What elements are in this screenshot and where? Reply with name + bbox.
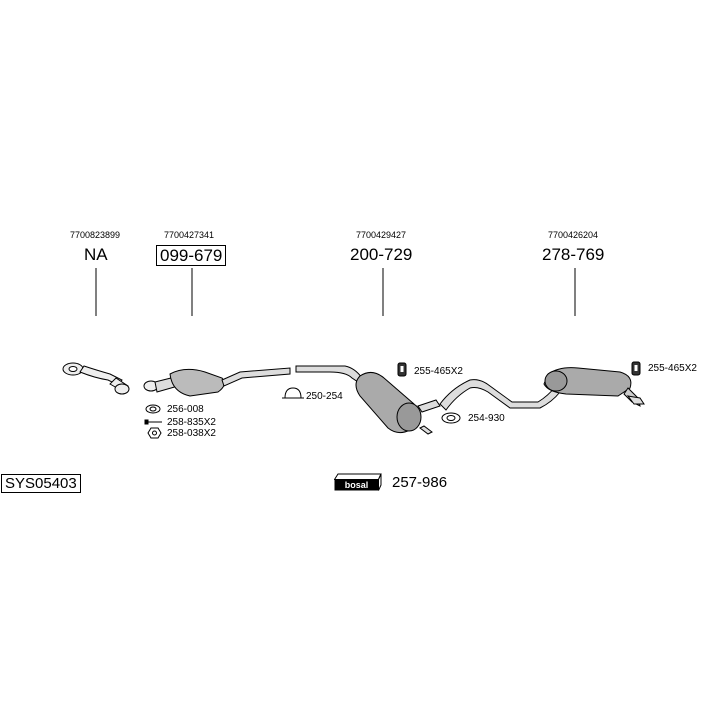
oem-number-rear-silencer: 7700426204 [548,230,599,240]
hanger-code-2[interactable]: 255-465X2 [648,363,697,374]
hanger-code[interactable]: 255-465X2 [414,366,463,377]
system-code: SYS05403 [1,474,81,493]
bolt-code[interactable]: 258-835X2 [167,417,216,428]
bosal-logo: bosal [334,473,382,491]
hanger-icon [397,362,407,377]
clamp-icon [282,387,304,399]
nut-icon [147,427,162,439]
oem-number-front-pipe: 7700823899 [70,230,121,240]
oem-number-catalyst: 7700427341 [164,230,215,240]
nut-code[interactable]: 258-038X2 [167,428,216,439]
catalytic-converter [143,367,291,397]
part-code-rear-silencer[interactable]: 278-769 [542,245,605,264]
part-code-front-pipe: NA [84,245,108,264]
front-pipe [62,362,130,395]
part-code-middle-silencer[interactable]: 200-729 [350,245,413,264]
gasket-icon [145,404,161,414]
bolt-icon [144,419,162,425]
clamp-code[interactable]: 250-254 [306,391,343,402]
clamp-ring-code[interactable]: 254-930 [468,413,505,424]
gasket-code[interactable]: 256-008 [167,404,204,415]
rear-silencer [439,367,645,411]
kit-code[interactable]: 257-986 [392,474,448,491]
oem-number-middle-silencer: 7700429427 [356,230,407,240]
bosal-logo-text: bosal [345,480,369,490]
hanger-icon-2 [631,361,641,376]
part-code-catalyst[interactable]: 099-679 [156,245,227,266]
clamp-ring-icon [441,412,461,424]
middle-silencer [295,365,441,435]
